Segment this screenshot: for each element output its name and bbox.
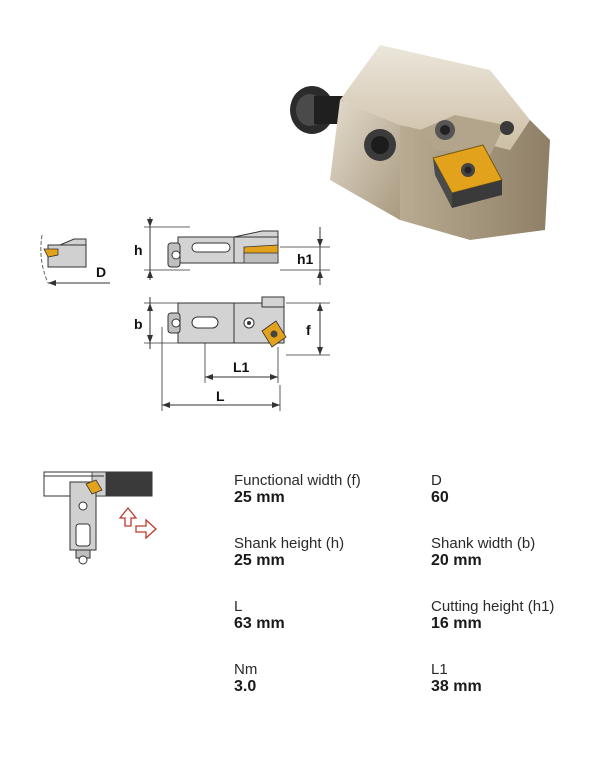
- label-D: D: [96, 264, 106, 280]
- spec-value: 63 mm: [234, 615, 285, 632]
- tool-holder-product-image: [270, 30, 570, 240]
- spec-label: Shank width (b): [431, 535, 536, 552]
- spec-L1: L1 38 mm: [431, 661, 482, 696]
- spec-label: L: [234, 598, 243, 615]
- label-L1: L1: [233, 359, 250, 375]
- spec-D: D 60: [431, 472, 449, 507]
- spec-value: 38 mm: [431, 678, 482, 695]
- spec-shank-width: Shank width (b) 20 mm: [431, 535, 535, 570]
- specs-grid: Functional width (f) 25 mm D 60 Shank he…: [234, 472, 594, 712]
- spec-label: L1: [431, 661, 448, 678]
- spec-value: 20 mm: [431, 552, 482, 569]
- spec-label: Cutting height (h1): [431, 598, 555, 615]
- d-side-view: D: [40, 234, 110, 286]
- spec-label: Shank height (h): [234, 535, 345, 552]
- elevation-view: h h1: [134, 217, 330, 285]
- spec-L: L 63 mm: [234, 598, 285, 633]
- cutting-direction-icon: [40, 468, 165, 568]
- spec-value: 3.0: [234, 678, 257, 695]
- spec-functional-width: Functional width (f) 25 mm: [234, 472, 361, 507]
- spec-value: 25 mm: [234, 552, 285, 569]
- plan-view: b f L1: [134, 296, 330, 411]
- spec-shank-height: Shank height (h) 25 mm: [234, 535, 344, 570]
- spec-value: 60: [431, 489, 449, 506]
- label-h: h: [134, 242, 143, 258]
- label-f: f: [306, 322, 311, 338]
- technical-drawing: D h h1: [30, 205, 350, 420]
- label-b: b: [134, 316, 143, 332]
- spec-label: D: [431, 472, 442, 489]
- label-h1: h1: [297, 251, 314, 267]
- spec-value: 25 mm: [234, 489, 285, 506]
- spec-Nm: Nm 3.0: [234, 661, 257, 696]
- spec-value: 16 mm: [431, 615, 482, 632]
- spec-label: Functional width (f): [234, 472, 361, 489]
- spec-cutting-height: Cutting height (h1) 16 mm: [431, 598, 554, 633]
- label-L: L: [216, 388, 225, 404]
- spec-label: Nm: [234, 661, 258, 678]
